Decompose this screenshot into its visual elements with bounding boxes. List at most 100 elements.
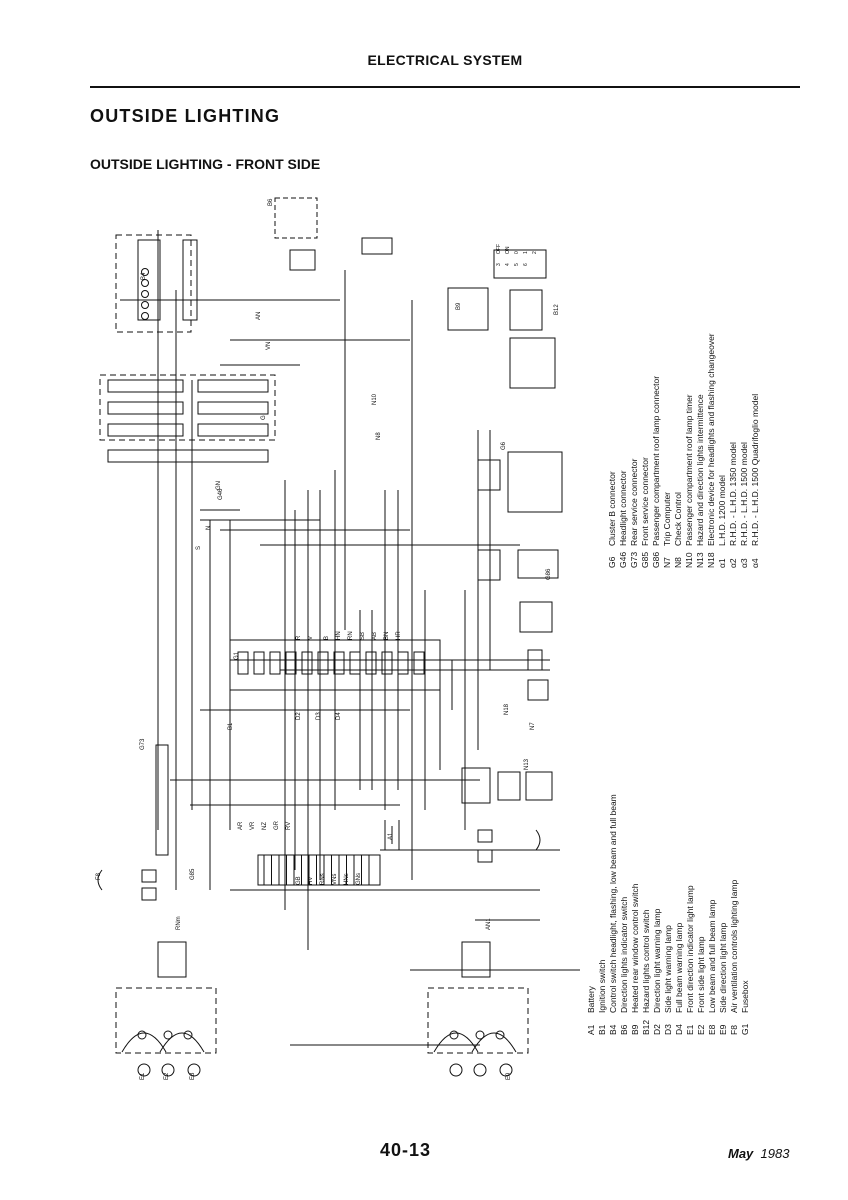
legend-code: E8 xyxy=(707,1024,717,1035)
switch-table-label: ON xyxy=(505,246,511,254)
wire-label: SB xyxy=(360,632,366,640)
wire-label: GB xyxy=(296,876,302,885)
side-lamp-e9 xyxy=(141,887,157,901)
legend-entry: Battery xyxy=(586,985,596,1013)
cluster-strip xyxy=(197,423,269,437)
legend-code: N8 xyxy=(673,557,683,568)
fusebox-g1 xyxy=(229,639,441,691)
legend-entry: R.H.D. - L.H.D. 1350 model xyxy=(728,442,738,546)
wire-label: GN xyxy=(216,481,222,490)
component-tag: E2 xyxy=(164,1072,170,1080)
legend-code: E1 xyxy=(685,1024,695,1035)
legend-entry: Front side light lamp xyxy=(696,936,706,1013)
indicator-lamp xyxy=(141,279,149,287)
relay-box xyxy=(497,771,521,801)
page-number: 40-13 xyxy=(380,1140,432,1160)
bulb xyxy=(137,1030,147,1040)
connector-g86 xyxy=(361,237,393,255)
component-layer xyxy=(97,197,563,1077)
switch-table-label: 5 xyxy=(514,263,520,266)
component-tag: E1 xyxy=(140,1072,146,1080)
lamp-code-tag xyxy=(187,1063,201,1077)
legend-entry: Air ventilation controls lighting lamp xyxy=(729,879,739,1013)
cluster-strip xyxy=(107,401,184,415)
wire-label: V xyxy=(308,636,314,640)
relay-n18 xyxy=(289,249,316,271)
bulb xyxy=(163,1030,173,1040)
lamp-code-tag xyxy=(499,1063,513,1077)
legend-entry: Check Control xyxy=(673,492,683,546)
legend-code: B1 xyxy=(597,1024,607,1035)
legend-entry: Heated rear window control switch xyxy=(630,883,640,1013)
switch-b6-connector xyxy=(477,459,501,491)
legend-entry: Headlight connector xyxy=(618,470,628,546)
legend-entry: Hazard lights control switch xyxy=(641,909,651,1013)
legend-entry: Direction lights indicator switch xyxy=(619,897,629,1013)
legend-code: G73 xyxy=(629,552,639,568)
indicator-lamp xyxy=(141,312,149,320)
wire-label: AB xyxy=(372,632,378,640)
legend-code: α2 xyxy=(728,558,738,568)
fuse xyxy=(285,651,297,675)
switch-table-b9 xyxy=(493,249,547,279)
legend-code: B9 xyxy=(630,1024,640,1035)
section-title: ELECTRICAL SYSTEM xyxy=(367,52,523,68)
legend-code: E9 xyxy=(718,1024,728,1035)
wire-label: BN xyxy=(384,632,390,640)
legend-code: G85 xyxy=(640,552,650,568)
legend-code: α1 xyxy=(717,558,727,568)
component-tag: G85 xyxy=(190,868,196,880)
component-tag: G86 xyxy=(546,568,552,580)
legend-code: D3 xyxy=(663,1024,673,1035)
component-tag: N8 xyxy=(376,432,382,440)
legend-code: G86 xyxy=(651,552,661,568)
legend-entry: Trip Computer xyxy=(662,492,672,546)
lamp-code-tag xyxy=(137,1063,151,1077)
switch-b9 xyxy=(447,287,489,331)
legend-entry: Front direction indicator light lamp xyxy=(685,885,695,1013)
wire-label: AN xyxy=(256,312,262,320)
wire-label: GNs xyxy=(356,873,362,885)
wire-label: GR xyxy=(274,820,280,830)
bulb xyxy=(449,1030,459,1040)
legend-code: N7 xyxy=(662,557,672,568)
legend-entry: Electronic device for headlights and fla… xyxy=(706,333,716,546)
relay-box-n8 xyxy=(525,771,553,801)
legend-entry: Fusebox xyxy=(740,980,750,1013)
legend-code: D2 xyxy=(652,1024,662,1035)
legend-code: N13 xyxy=(695,552,705,568)
component-tag: G73 xyxy=(140,738,146,750)
component-tag: B4 xyxy=(141,272,147,280)
legend-entry: Control switch headlight, flashing, low … xyxy=(608,794,618,1013)
legend-code: B4 xyxy=(608,1024,618,1035)
legend-entry: Hazard and direction lights intermittenc… xyxy=(695,394,705,546)
headlamp-right xyxy=(427,987,529,1054)
wire-label: AR xyxy=(238,821,244,830)
component-tag: D4 xyxy=(336,712,342,720)
wire-label: N xyxy=(206,526,212,530)
component-tag: N18 xyxy=(504,703,510,715)
fuse xyxy=(253,651,265,675)
headlamp-left xyxy=(115,987,217,1054)
side-lamp-right xyxy=(477,829,493,843)
legend-entry: R.H.D. - L.H.D. 1500 Quadrifoglio model xyxy=(750,394,760,546)
fuse xyxy=(333,651,345,675)
switch-table-label: 4 xyxy=(505,263,511,266)
legend-code: D4 xyxy=(674,1024,684,1035)
legend-entry: Passenger compartment roof lamp connecto… xyxy=(651,376,661,546)
wire-label: AN1 xyxy=(486,918,492,930)
fuse xyxy=(269,651,281,675)
legend-code: G1 xyxy=(740,1023,750,1035)
cluster-connector-g6 xyxy=(107,449,269,463)
bulb xyxy=(475,1030,485,1040)
page-title: OUTSIDE LIGHTING xyxy=(90,106,281,126)
component-tag: N10 xyxy=(372,393,378,405)
legend-entry: Full beam warning lamp xyxy=(674,922,684,1013)
fuse xyxy=(397,651,409,675)
legend-entry: Front service connector xyxy=(640,457,650,546)
legend-entry: Ignition switch xyxy=(597,959,607,1013)
lamp-code-tag xyxy=(473,1063,487,1077)
wire-label: RNs xyxy=(320,873,326,885)
